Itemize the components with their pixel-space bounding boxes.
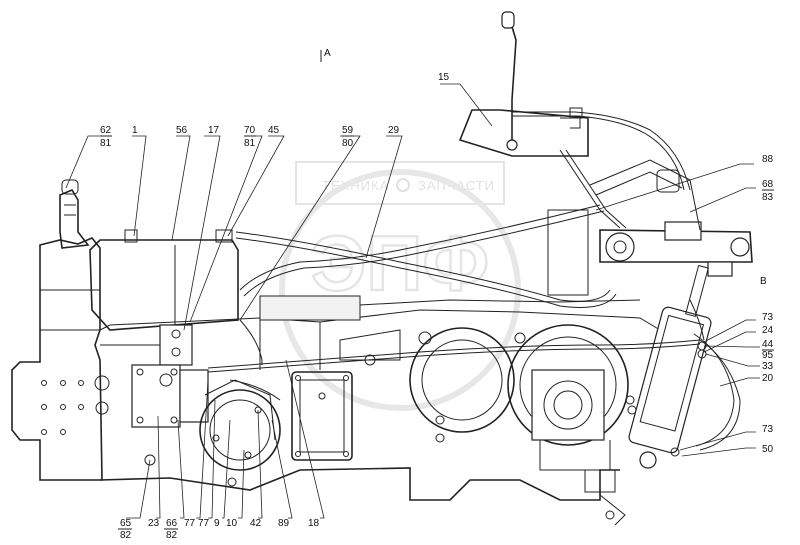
svg-text:77: 77 — [198, 518, 210, 529]
svg-text:59: 59 — [342, 125, 354, 136]
callout-42: 42 — [250, 518, 262, 529]
callout-10: 10 — [226, 518, 238, 529]
watermark-logo: ЭПФ — [311, 219, 489, 307]
svg-text:17: 17 — [208, 125, 220, 136]
callout-24: 24 — [762, 325, 774, 336]
svg-text:20: 20 — [762, 373, 774, 384]
svg-text:80: 80 — [342, 138, 354, 149]
view-mark-a: A — [320, 48, 331, 62]
gear-icon — [396, 178, 410, 192]
svg-text:82: 82 — [166, 530, 178, 541]
gear-cover — [199, 379, 281, 487]
svg-text:A: A — [324, 48, 331, 59]
svg-text:42: 42 — [250, 518, 262, 529]
svg-text:50: 50 — [762, 444, 774, 455]
svg-text:95: 95 — [762, 350, 774, 361]
callout-77a: 77 — [184, 518, 196, 529]
svg-text:81: 81 — [100, 138, 112, 149]
svg-text:89: 89 — [278, 518, 290, 529]
transmission-housing — [11, 237, 661, 526]
callout-1: 1 — [132, 125, 138, 136]
lift-mechanism — [547, 159, 753, 469]
callout-73a: 73 — [762, 312, 774, 323]
svg-text:82: 82 — [120, 530, 132, 541]
svg-text:88: 88 — [762, 154, 774, 165]
svg-text:81: 81 — [244, 138, 256, 149]
callout-50: 50 — [762, 444, 774, 455]
callout-20: 20 — [762, 373, 774, 384]
hydraulic-lines — [207, 149, 741, 451]
callout-88: 88 — [762, 154, 774, 165]
control-lever — [458, 11, 691, 191]
leader-lines — [65, 83, 760, 519]
callout-33: 33 — [762, 361, 774, 372]
filler-neck — [59, 179, 90, 249]
callout-23: 23 — [148, 518, 160, 529]
pump-block — [100, 344, 209, 466]
svg-text:68: 68 — [762, 179, 774, 190]
svg-text:73: 73 — [762, 424, 774, 435]
callout-9: 9 — [214, 518, 220, 529]
view-mark-b: B — [760, 276, 767, 287]
svg-text:23: 23 — [148, 518, 160, 529]
svg-text:24: 24 — [762, 325, 774, 336]
svg-text:70: 70 — [244, 125, 256, 136]
svg-text:9: 9 — [214, 518, 220, 529]
svg-text:83: 83 — [762, 192, 774, 203]
svg-text:33: 33 — [762, 361, 774, 372]
svg-text:77: 77 — [184, 518, 196, 529]
svg-text:56: 56 — [176, 125, 188, 136]
callout-89: 89 — [278, 518, 290, 529]
svg-text:1: 1 — [132, 125, 138, 136]
svg-text:44: 44 — [762, 339, 774, 350]
callout-29: 29 — [388, 125, 400, 136]
svg-text:45: 45 — [268, 125, 280, 136]
svg-text:66: 66 — [166, 518, 178, 529]
svg-text:10: 10 — [226, 518, 238, 529]
svg-text:B: B — [760, 276, 767, 287]
svg-text:65: 65 — [120, 518, 132, 529]
callout-56: 56 — [176, 125, 188, 136]
svg-text:73: 73 — [762, 312, 774, 323]
svg-text:18: 18 — [308, 518, 320, 529]
distributor-cover — [291, 371, 353, 461]
watermark: ТЕХНИКА ЗАПЧАСТИ ЭПФ — [279, 161, 521, 411]
callout-73b: 73 — [762, 424, 774, 435]
svg-text:29: 29 — [388, 125, 400, 136]
oil-tank — [89, 229, 239, 366]
callout-45: 45 — [268, 125, 280, 136]
svg-text:15: 15 — [438, 72, 450, 83]
callout-15: 15 — [438, 72, 450, 83]
svg-text:62: 62 — [100, 125, 112, 136]
callout-77b: 77 — [198, 518, 210, 529]
callout-17: 17 — [208, 125, 220, 136]
callout-18: 18 — [308, 518, 320, 529]
